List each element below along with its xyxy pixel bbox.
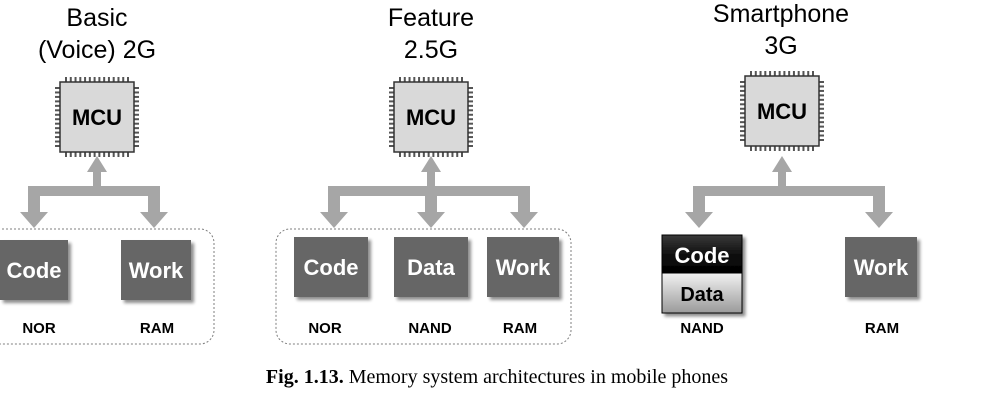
bus-arrow-icon: [685, 156, 893, 228]
column-feature-25g: Feature 2.5G MCU Code Data Work NOR NAND…: [275, 4, 572, 345]
mcu-label: MCU: [757, 99, 807, 124]
work-block: Work: [121, 240, 191, 300]
code-block-label: Code: [7, 258, 62, 283]
memory-group-outline: [275, 228, 572, 345]
column-basic-2g: Basic (Voice) 2G MCU Code Work NOR RAM: [0, 4, 215, 345]
mcu-chip-icon: MCU: [389, 77, 473, 157]
figure-caption: Fig. 1.13. Memory system architectures i…: [0, 366, 994, 389]
data-block-label: Data: [680, 284, 724, 306]
column-title-line1: Feature: [388, 4, 474, 32]
column-title-line2: (Voice) 2G: [38, 36, 156, 64]
code-block: Code: [0, 240, 68, 300]
memory-architecture-diagram: Basic (Voice) 2G MCU Code Work NOR RAM F…: [0, 0, 917, 345]
code-block: Code: [294, 237, 368, 297]
figure-caption-text: Memory system architectures in mobile ph…: [343, 366, 729, 388]
work-block: Work: [845, 237, 917, 297]
code-block-label: Code: [675, 243, 730, 268]
work-block-label: Work: [496, 255, 551, 280]
memory-type-nand: NAND: [680, 320, 723, 337]
memory-type-nor: NOR: [22, 320, 56, 337]
column-title-line1: Basic: [66, 4, 127, 32]
memory-type-nor: NOR: [308, 320, 342, 337]
mcu-chip-icon: MCU: [55, 77, 139, 157]
figure-number: Fig. 1.13.: [265, 366, 344, 388]
code-block-label: Code: [304, 255, 359, 280]
memory-type-ram: RAM: [503, 320, 537, 337]
column-title-line1: Smartphone: [713, 0, 849, 28]
column-smartphone-3g: Smartphone 3G MCU Code Data Work NAND RA…: [661, 0, 917, 337]
column-title-line2: 2.5G: [404, 36, 458, 64]
bus-arrow-icon: [320, 156, 538, 228]
memory-type-nand: NAND: [408, 320, 451, 337]
memory-type-ram: RAM: [140, 320, 174, 337]
memory-type-ram: RAM: [865, 320, 899, 337]
mcu-label: MCU: [406, 105, 456, 130]
mcu-label: MCU: [72, 105, 122, 130]
work-block: Work: [487, 237, 559, 297]
data-block: Data: [394, 237, 468, 297]
bus-arrow-icon: [20, 156, 168, 228]
data-block-label: Data: [407, 255, 455, 280]
work-block-label: Work: [854, 255, 909, 280]
column-title-line2: 3G: [764, 32, 797, 60]
mcu-chip-icon: MCU: [740, 71, 824, 151]
work-block-label: Work: [129, 258, 184, 283]
stacked-code-data-block: [661, 234, 743, 314]
